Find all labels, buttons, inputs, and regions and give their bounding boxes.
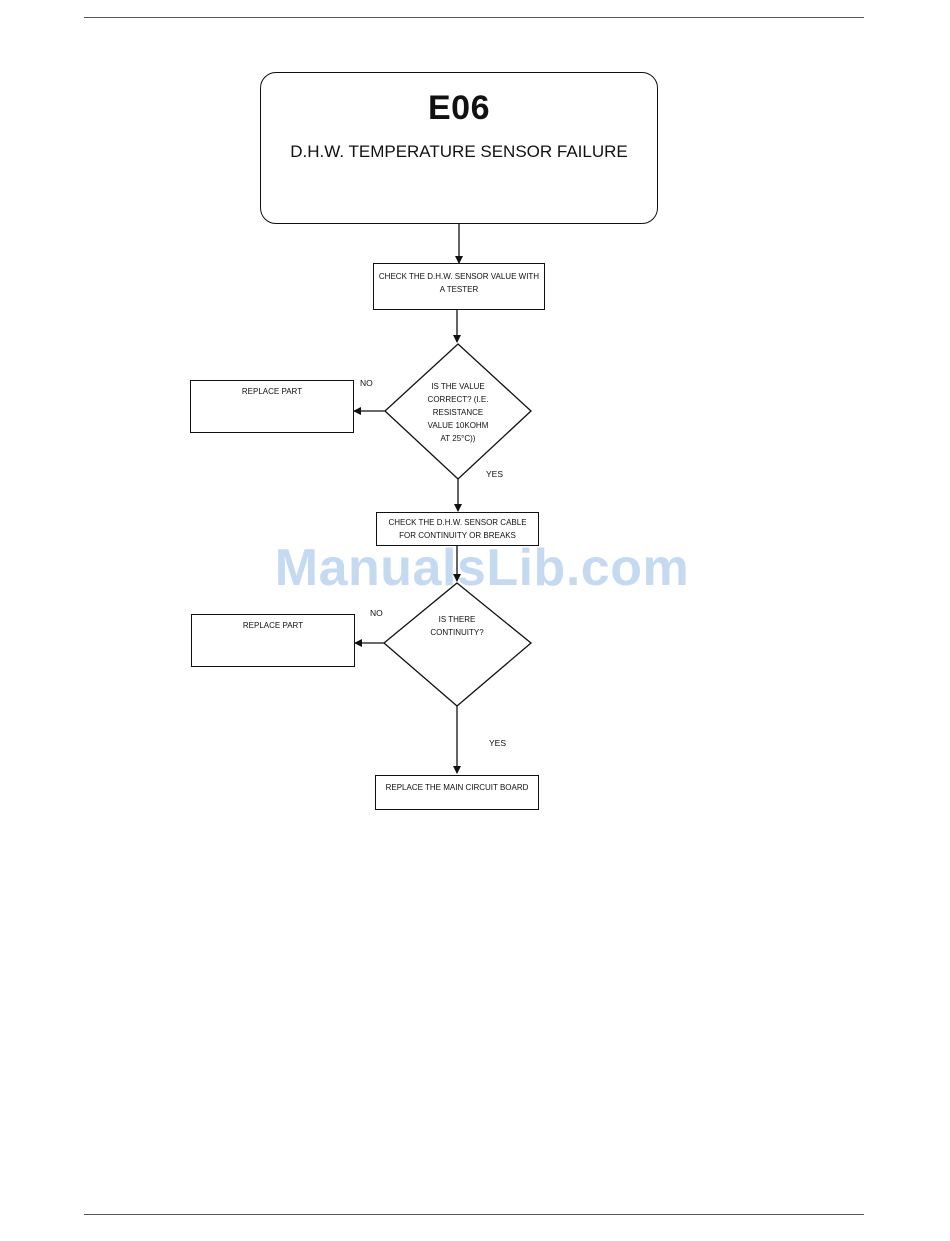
label-yes-2: YES bbox=[489, 738, 507, 748]
step-check-sensor-value: CHECK THE D.H.W. SENSOR VALUE WITH A TES… bbox=[373, 263, 545, 310]
top-rule bbox=[84, 17, 864, 18]
error-code: E06 bbox=[428, 89, 490, 127]
step-check-cable-line-2: FOR CONTINUITY OR BREAKS bbox=[399, 531, 516, 540]
decision-value-line-5: AT 25°C)) bbox=[440, 434, 476, 443]
step-check-sensor-value-line-1: CHECK THE D.H.W. SENSOR VALUE WITH bbox=[378, 272, 540, 281]
label-no-1: NO bbox=[360, 378, 373, 388]
decision-value-line-2: CORRECT? (I.E. bbox=[427, 395, 489, 404]
step-check-sensor-value-line-2: A TESTER bbox=[439, 285, 479, 294]
decision-continuity-text: IS THERE CONTINUITY? bbox=[412, 613, 502, 639]
step-check-cable: CHECK THE D.H.W. SENSOR CABLE FOR CONTIN… bbox=[376, 512, 539, 546]
step-replace-main-board: REPLACE THE MAIN CIRCUIT BOARD bbox=[375, 775, 539, 810]
step-check-cable-line-1: CHECK THE D.H.W. SENSOR CABLE bbox=[388, 518, 527, 527]
label-yes-1: YES bbox=[486, 469, 504, 479]
step-replace-part-1: REPLACE PART bbox=[190, 380, 354, 433]
decision-diamond-continuity bbox=[382, 582, 533, 707]
step-replace-part-2: REPLACE PART bbox=[191, 614, 355, 667]
decision-value-correct-text: IS THE VALUE CORRECT? (I.E. RESISTANCE V… bbox=[408, 380, 508, 445]
label-no-2: NO bbox=[370, 608, 383, 618]
decision-value-line-3: RESISTANCE bbox=[432, 408, 484, 417]
decision-value-line-1: IS THE VALUE bbox=[431, 382, 485, 391]
error-title: D.H.W. TEMPERATURE SENSOR FAILURE bbox=[290, 142, 628, 161]
decision-continuity-line-1: IS THERE bbox=[438, 615, 476, 624]
bottom-rule bbox=[84, 1214, 864, 1215]
decision-value-line-4: VALUE 10KOHM bbox=[427, 421, 489, 430]
error-header-box: E06 D.H.W. TEMPERATURE SENSOR FAILURE bbox=[260, 72, 658, 224]
decision-continuity-line-2: CONTINUITY? bbox=[430, 628, 484, 637]
